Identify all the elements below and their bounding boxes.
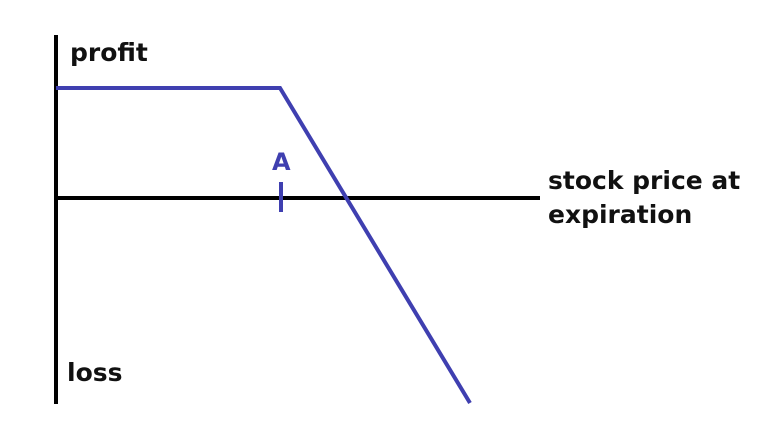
payoff-line: [56, 86, 472, 405]
loss-label: loss: [67, 358, 123, 387]
profit-label: profit: [70, 38, 148, 67]
strike-label: A: [272, 148, 291, 176]
x-axis-label-line2: expiration: [548, 200, 693, 229]
x-axis-label-line1: stock price at: [548, 166, 741, 195]
